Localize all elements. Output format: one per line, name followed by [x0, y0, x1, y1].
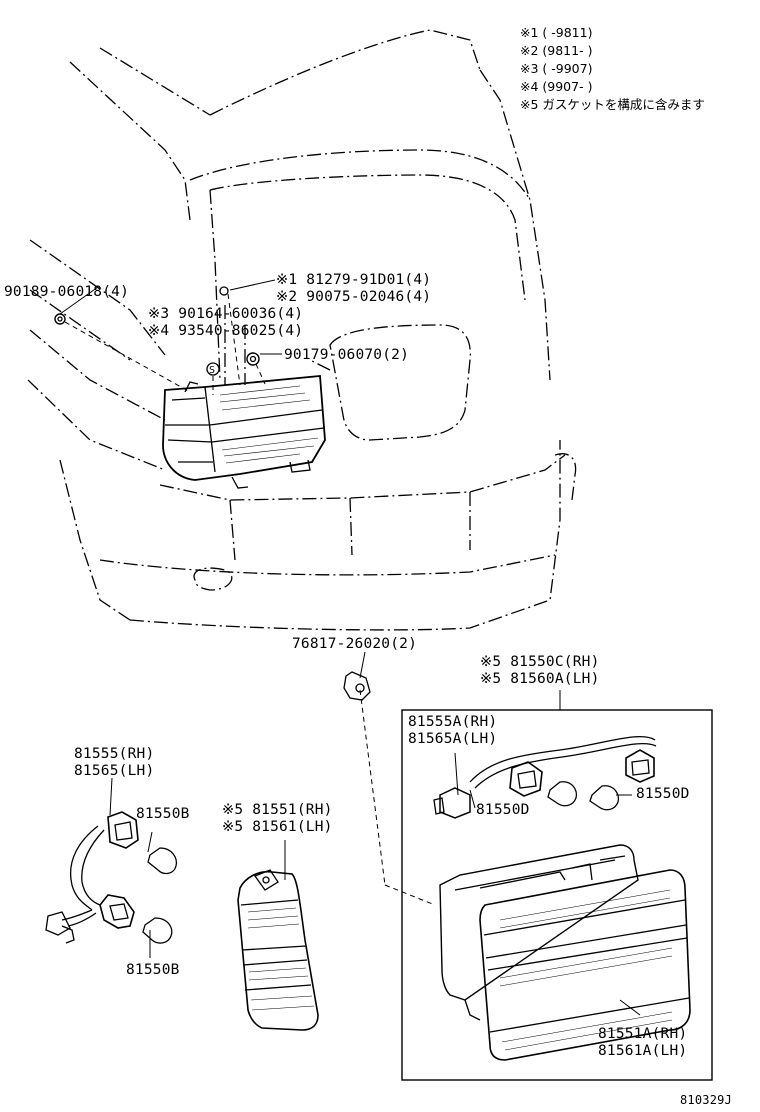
note-1: ※1 ( -9811): [520, 25, 593, 40]
label-81555: 81555(RH): [74, 746, 155, 762]
clip-icon: [343, 671, 371, 701]
socket-wire-assembly: [45, 811, 178, 944]
label-93540: ※4 93540-86025(4): [148, 323, 304, 339]
s-marker: S: [209, 365, 216, 376]
label-90189: 90189-06018(4): [4, 284, 130, 300]
label-81279: ※1 81279-91D01(4): [276, 272, 432, 288]
note-2: ※2 (9811- ): [520, 43, 593, 58]
lamp-on-vehicle: [162, 375, 326, 489]
assembly-frame: [401, 709, 713, 1081]
label-81550C: ※5 81550C(RH): [480, 654, 600, 670]
label-90075: ※2 90075-02046(4): [276, 289, 432, 305]
outer-lens: [237, 869, 319, 1031]
label-81555A: 81555A(RH): [408, 714, 498, 730]
label-81565: 81565(LH): [74, 763, 155, 779]
vehicle-body-outline: [27, 29, 577, 631]
label-81561: ※5 81561(LH): [222, 819, 333, 835]
label-81561A: 81561A(LH): [598, 1043, 688, 1059]
note-5: ※5 ガスケットを構成に含みます: [520, 97, 705, 112]
label-81550D-left: 81550D: [476, 802, 530, 818]
screw-icon: [54, 313, 66, 325]
label-90179: 90179-06070(2): [284, 347, 410, 363]
label-90164: ※3 90164-60036(4): [148, 306, 304, 322]
note-3: ※3 ( -9907): [520, 61, 593, 76]
inner-lens-gasket: [439, 844, 691, 1061]
label-81565A: 81565A(LH): [408, 731, 498, 747]
label-81560A: ※5 81560A(LH): [480, 671, 600, 687]
note-4: ※4 (9907- ): [520, 79, 593, 94]
label-81550B-bottom: 81550B: [126, 962, 180, 978]
box-socket-wire: [433, 736, 657, 819]
label-81550D-right: 81550D: [636, 786, 690, 802]
label-81551A: 81551A(RH): [598, 1026, 688, 1042]
figure-id: 810329J: [680, 1093, 732, 1107]
label-81550B-top: 81550B: [136, 806, 190, 822]
label-81551: ※5 81551(RH): [222, 802, 333, 818]
label-76817: 76817-26020(2): [292, 636, 418, 652]
